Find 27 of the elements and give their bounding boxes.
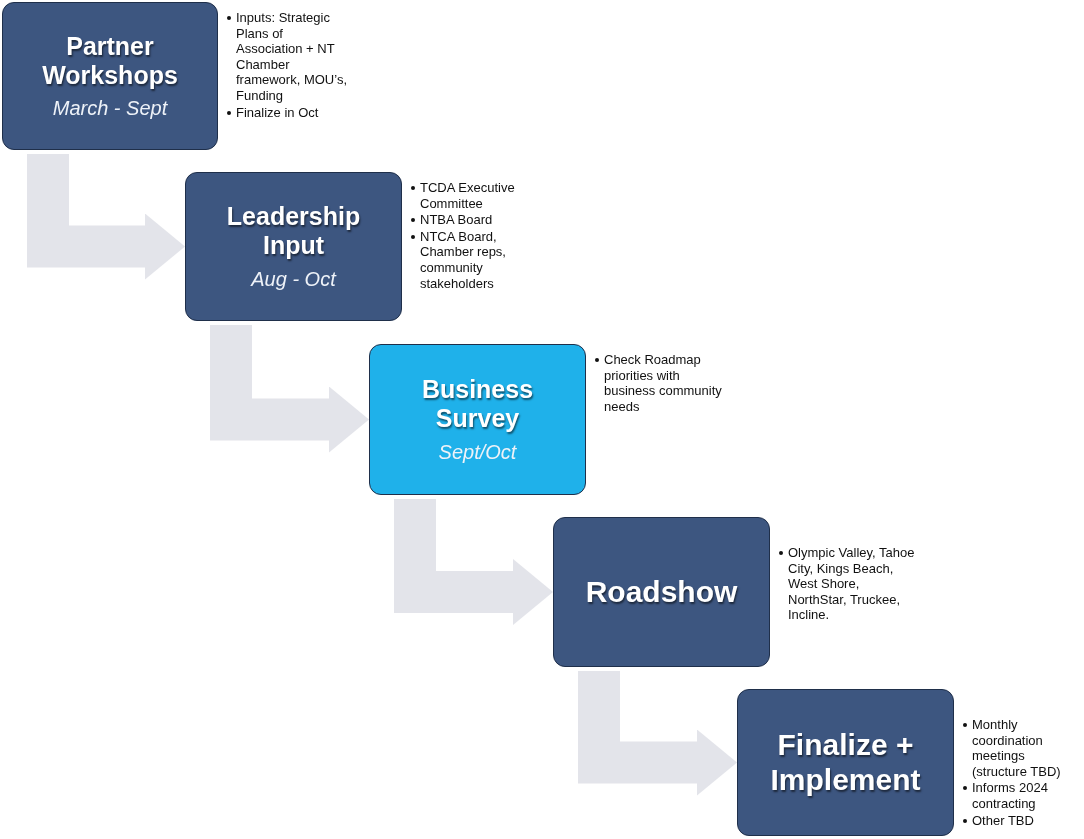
bullet-text: NTCA Board, Chamber reps, community stakeholders xyxy=(410,228,535,292)
bullet-text: Inputs: Strategic Plans of Association + NT Chamber framework, MOU’s, Funding xyxy=(226,10,351,104)
bullet-text: NTBA Board xyxy=(410,212,535,228)
step-box xyxy=(2,2,218,150)
bullet-text: TCDA Executive Committee xyxy=(410,180,535,212)
step-title: Roadshow xyxy=(585,574,738,610)
step-box xyxy=(185,172,402,321)
bullet-text: Check Roadmap priorities with business community needs xyxy=(594,352,729,415)
bullet-text: Monthly coordination meetings (structure TBD) xyxy=(962,717,1080,780)
bullet-text: Finalize in Oct xyxy=(226,104,351,121)
elbow-arrow xyxy=(210,325,369,453)
step-box xyxy=(369,344,586,495)
date-range: March - Sept xyxy=(52,97,168,121)
step-title: Business Survey xyxy=(420,375,535,433)
step-title: Leadership Input xyxy=(225,202,362,260)
step-box xyxy=(553,517,770,667)
step-title: Partner Workshops xyxy=(41,31,179,90)
bullet-text: Informs 2024 contracting xyxy=(962,780,1080,812)
elbow-arrow xyxy=(27,154,185,280)
date-range: Aug - Oct xyxy=(251,267,336,291)
step-box xyxy=(737,689,954,836)
date-range: Sept/Oct xyxy=(438,440,517,464)
bullet-text: Olympic Valley, Tahoe City, Kings Beach, West Shore, NorthStar, Truckee, Incline. xyxy=(778,545,918,623)
elbow-arrow xyxy=(394,499,553,625)
step-title: Finalize + Implement xyxy=(769,728,922,797)
bullet-text: Other TBD xyxy=(962,812,1080,829)
elbow-arrow xyxy=(578,671,737,796)
